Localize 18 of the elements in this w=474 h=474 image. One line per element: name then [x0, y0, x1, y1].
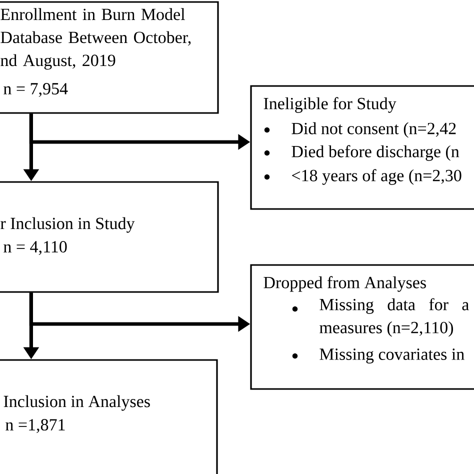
box-text: r Inclusion in Study: [0, 217, 135, 233]
flow-box: [0, 1, 219, 114]
box-text: Ineligible for Study: [264, 97, 396, 113]
box-text: Enrollment in Burn Model Database Between October, nd August, 2019: [0, 8, 191, 70]
box-text: n =1,871: [6, 419, 65, 433]
flow-box: [0, 359, 218, 474]
bullet-item: Missing data for a measures (n=2,110): [292, 298, 469, 337]
flow-box: [0, 181, 219, 293]
bullet-item: Did not consent (n=2,42: [264, 122, 456, 138]
box-text: n = 4,110: [4, 241, 67, 255]
bullet-item: Died before discharge (n: [264, 145, 460, 161]
box-text: Inclusion in Analyses: [4, 395, 150, 411]
bullet-item: Missing covariates in: [292, 348, 464, 364]
bullet-item: <18 years of age (n=2,30: [264, 169, 462, 185]
flow-box: [250, 85, 474, 210]
box-text: n = 7,954: [4, 83, 68, 97]
box-text: Dropped from Analyses: [264, 276, 426, 292]
flow-box: [250, 264, 474, 390]
